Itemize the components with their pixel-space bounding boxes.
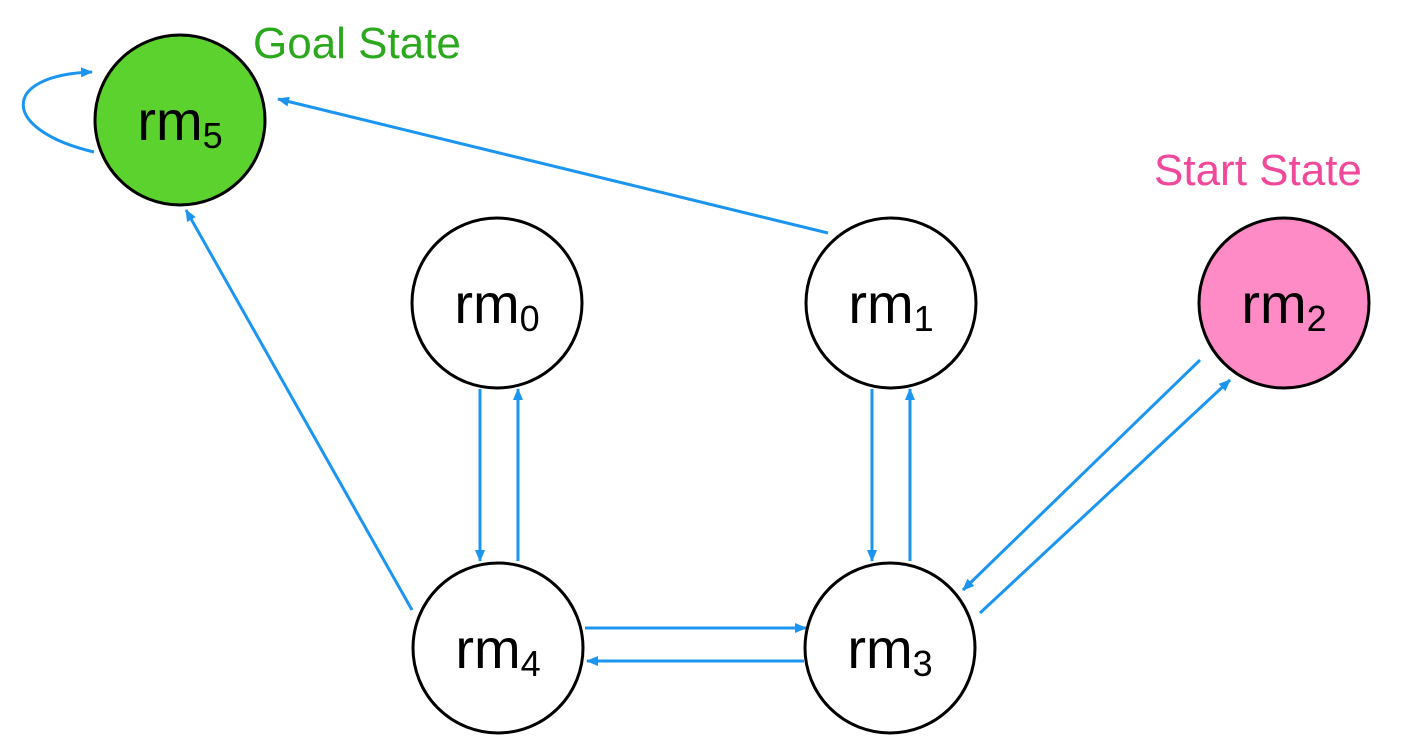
node-rm4-base: rm	[455, 617, 520, 680]
node-rm0-base: rm	[454, 272, 519, 335]
node-rm1-base: rm	[848, 272, 913, 335]
node-rm4: rm4	[411, 561, 585, 735]
node-rm5-base: rm	[137, 89, 202, 152]
node-rm3-base: rm	[847, 617, 912, 680]
nodes: rm5 rm0 rm1 rm2 rm4 rm3	[93, 33, 1371, 735]
node-rm3-circle	[803, 561, 977, 735]
node-rm5: rm5	[93, 33, 267, 207]
svg-text:rm0: rm0	[454, 272, 539, 339]
svg-text:rm1: rm1	[848, 272, 933, 339]
goal-state-label: Goal State	[253, 19, 461, 68]
node-rm5-subscript: 5	[203, 115, 223, 156]
node-rm2-base: rm	[1241, 272, 1306, 335]
node-rm5-circle	[93, 33, 267, 207]
node-rm3: rm3	[803, 561, 977, 735]
edge-rm1-to-rm5	[277, 96, 829, 235]
svg-text:rm3: rm3	[847, 617, 932, 684]
node-rm1: rm1	[804, 216, 978, 390]
node-rm3-subscript: 3	[913, 643, 933, 684]
node-rm1-circle	[804, 216, 978, 390]
node-rm0-circle	[410, 216, 584, 390]
node-rm0-subscript: 0	[520, 298, 540, 339]
start-state-label: Start State	[1154, 146, 1362, 195]
node-rm4-subscript: 4	[521, 643, 541, 684]
edge-rm4-to-rm5	[184, 209, 414, 611]
node-rm1-subscript: 1	[914, 298, 934, 339]
node-rm4-circle	[411, 561, 585, 735]
edge-rm2-to-rm3	[961, 358, 1202, 592]
svg-text:rm4: rm4	[455, 617, 540, 684]
edge-rm5-self-loop	[21, 67, 95, 154]
node-rm2-circle	[1197, 216, 1371, 390]
svg-text:rm2: rm2	[1241, 272, 1326, 339]
svg-text:rm5: rm5	[137, 89, 222, 156]
node-rm0: rm0	[410, 216, 584, 390]
node-rm2: rm2	[1197, 216, 1371, 390]
node-rm2-subscript: 2	[1307, 298, 1327, 339]
edges	[21, 67, 1232, 666]
edge-rm3-to-rm2	[978, 378, 1232, 615]
